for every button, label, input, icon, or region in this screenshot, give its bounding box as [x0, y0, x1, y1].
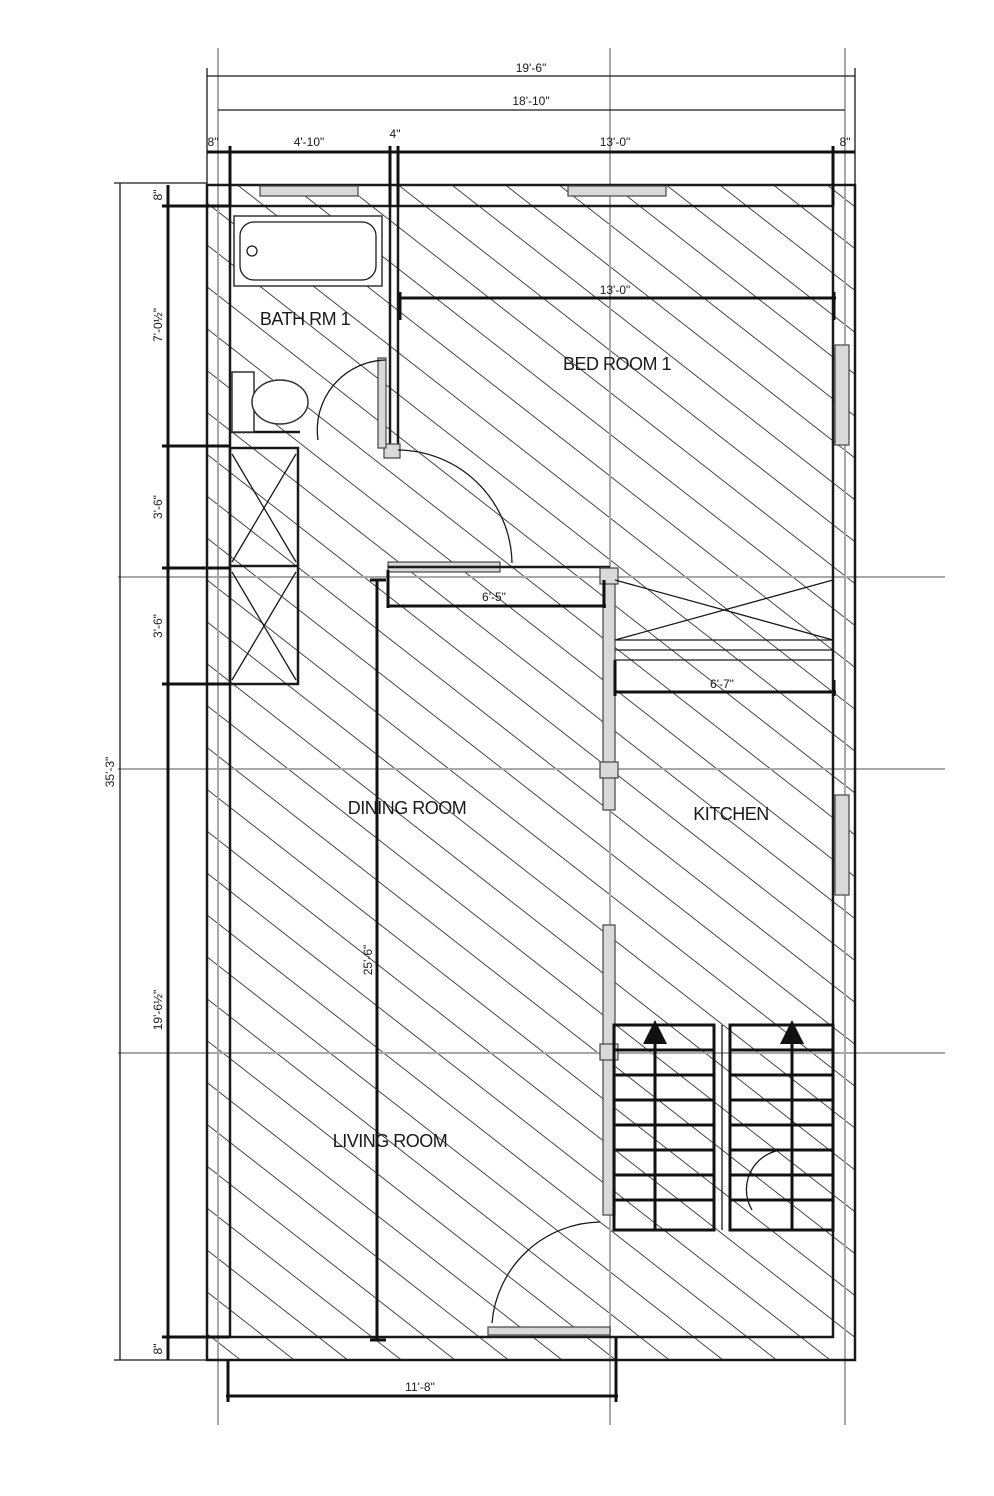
windows — [259, 185, 850, 896]
floor-hatch — [207, 185, 855, 1360]
room-label-bath: BATH RM 1 — [260, 309, 351, 329]
dim-closet-2: 3'-6" — [151, 614, 165, 638]
dim-partition: 4" — [390, 127, 401, 141]
dim-front-depth: 19'-6½" — [151, 990, 165, 1031]
dim-interior-width: 18'-10" — [512, 94, 549, 108]
room-label-kitchen: KITCHEN — [693, 804, 769, 824]
bathtub-fixture — [233, 215, 383, 287]
exterior-walls — [205, 183, 857, 1362]
dim-overall-depth: 35'-3" — [103, 757, 117, 788]
room-labels: BATH RM 1 BED ROOM 1 DINING ROOM KITCHEN… — [260, 309, 769, 1151]
toilet-fixture — [231, 371, 309, 433]
dim-bedroom-inner: 13'-0" — [600, 283, 631, 297]
dim-overall-width: 19'-6" — [516, 61, 547, 75]
staircase — [612, 1020, 835, 1232]
closet-marks — [231, 453, 297, 681]
dim-closet-1: 3'-6" — [151, 495, 165, 519]
dim-opening: 6'-5" — [482, 590, 506, 604]
dim-bath-depth: 7'-0½" — [151, 308, 165, 342]
dim-wall-left: 8" — [208, 135, 219, 149]
dim-dining-living: 25'-6" — [361, 945, 375, 976]
dim-front-width: 11'-8" — [405, 1380, 435, 1394]
room-label-dining: DINING ROOM — [348, 798, 467, 818]
dimension-labels: 19'-6" 18'-10" 8" 4'-10" 4" 13'-0" 8" 13… — [103, 61, 850, 1394]
dim-wall-bottom: 8" — [151, 1344, 165, 1355]
room-label-living: LIVING ROOM — [333, 1131, 448, 1151]
dim-wall-right: 8" — [840, 135, 851, 149]
dim-kitchen-width: 6'-7" — [710, 677, 734, 691]
grid-lines — [118, 48, 945, 1425]
dim-bath-width: 4'-10" — [294, 135, 325, 149]
dim-wall-top: 8" — [151, 190, 165, 201]
dimension-lines — [114, 68, 856, 1402]
dim-bedroom-span: 13'-0" — [600, 135, 631, 149]
room-label-bedroom: BED ROOM 1 — [563, 354, 672, 374]
